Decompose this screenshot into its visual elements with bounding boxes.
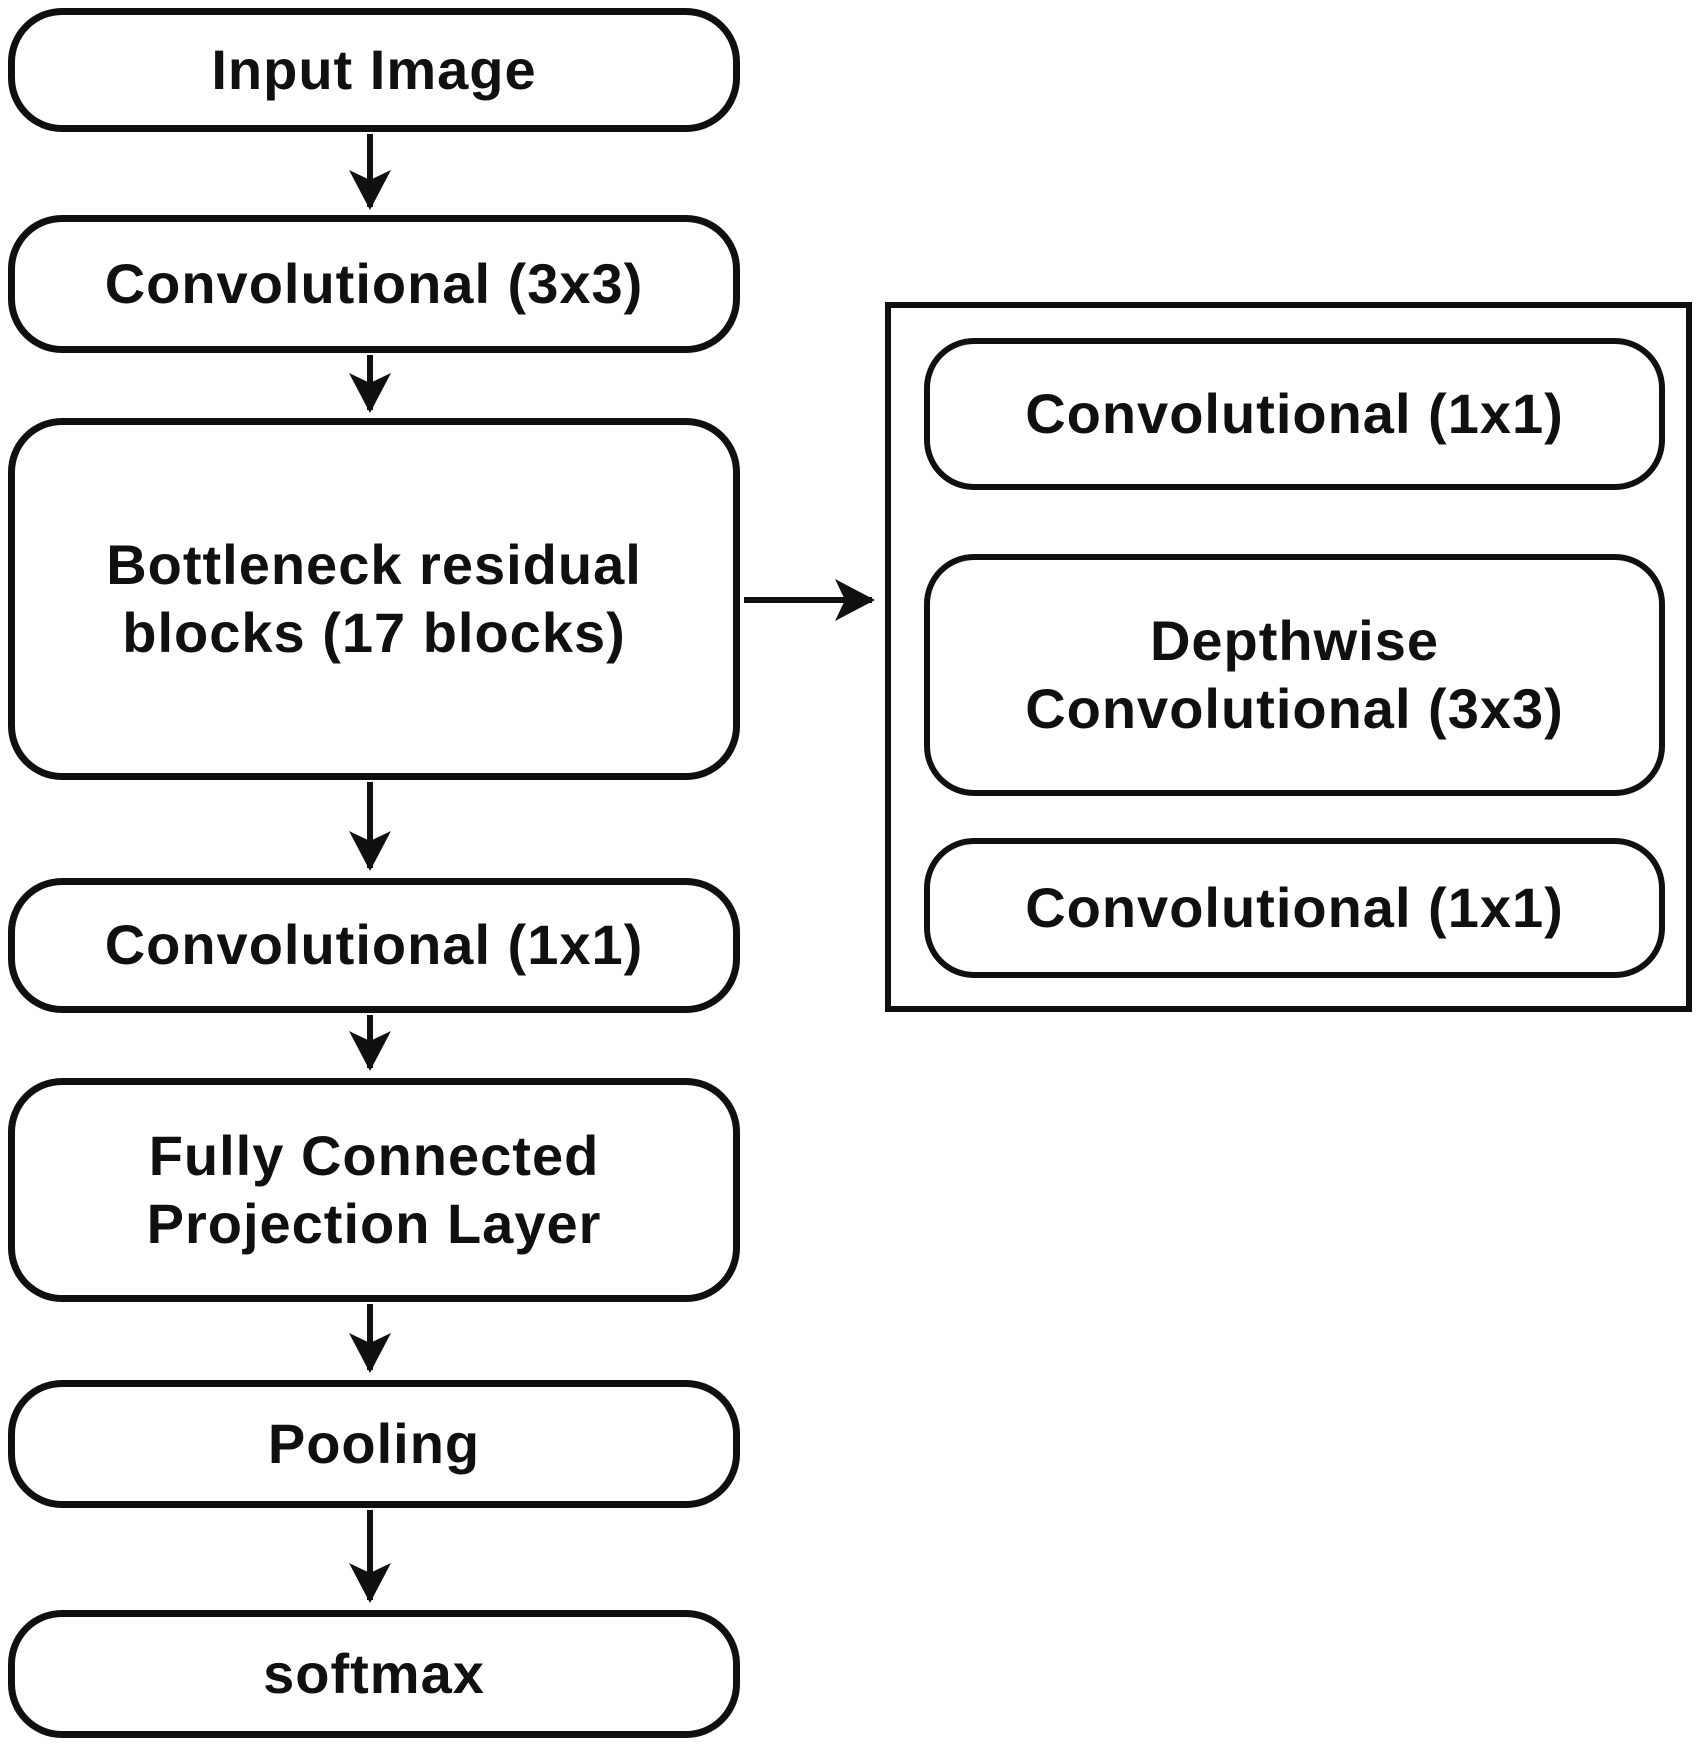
node-convolutional-3x3: Convolutional (3x3) [8,215,740,353]
detail-node-convolutional-1x1-bottom: Convolutional (1x1) [924,838,1665,978]
node-pooling: Pooling [8,1380,740,1508]
detail-node-convolutional-1x1-top: Convolutional (1x1) [924,338,1665,490]
node-input-image: Input Image [8,8,740,132]
bottleneck-detail-panel: Convolutional (1x1) Depthwise Convolutio… [885,302,1692,1012]
detail-node-depthwise-convolutional-3x3: Depthwise Convolutional (3x3) [924,554,1665,796]
node-convolutional-1x1: Convolutional (1x1) [8,878,740,1013]
node-softmax: softmax [8,1610,740,1738]
node-fully-connected-projection-layer: Fully Connected Projection Layer [8,1078,740,1302]
node-bottleneck-residual-blocks: Bottleneck residual blocks (17 blocks) [8,418,740,780]
